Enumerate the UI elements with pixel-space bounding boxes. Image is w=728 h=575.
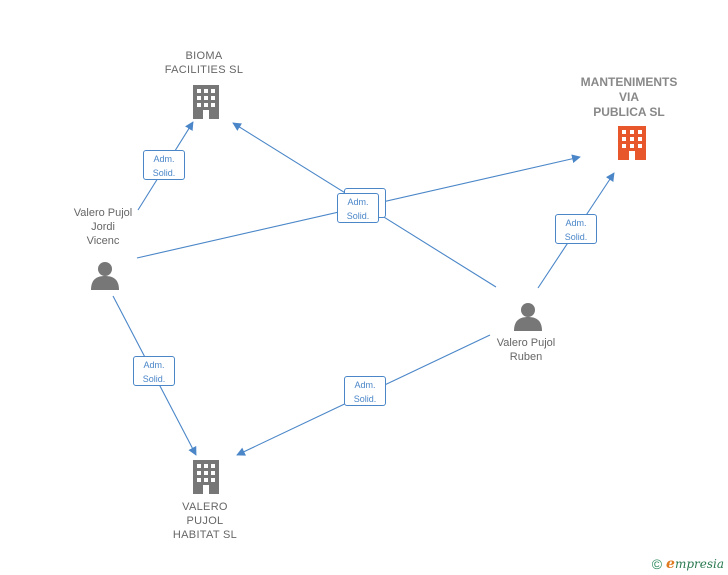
edge-label-role-type: Solid. [564, 232, 588, 242]
edge-label-role-type: Solid. [152, 168, 176, 178]
edge-label-role-type: Solid. [353, 394, 377, 404]
jordi-label-line2: Jordi [91, 221, 115, 233]
bioma-label[interactable]: BIOMA FACILITIES SL [165, 49, 243, 77]
habitat-label[interactable]: VALERO PUJOL HABITAT SL [173, 500, 237, 542]
ruben-label-line2: Ruben [509, 351, 543, 363]
edge-label-role-type: Solid. [142, 374, 166, 384]
habitat-label-line2: PUJOL [186, 515, 224, 527]
edge-label-role: Adm. [143, 360, 165, 370]
ruben-label[interactable]: Valero Pujol Ruben [497, 336, 556, 364]
footer-brand[interactable]: © empresia [652, 556, 724, 572]
edge-label-jordi-bioma[interactable]: Adm. Solid. [143, 150, 185, 180]
edge-label-ruben-manteniments[interactable]: Adm. Solid. [555, 214, 597, 244]
manteniments-label-line2: VIA [618, 90, 640, 104]
edge-label-role-type: Solid. [346, 211, 370, 221]
habitat-label-line1: VALERO [182, 501, 228, 513]
bioma-label-line2: FACILITIES SL [164, 64, 244, 76]
manteniments-label[interactable]: MANTENIMENTS VIA PUBLICA SL [581, 75, 678, 120]
manteniments-label-line1: MANTENIMENTS [580, 75, 678, 89]
brand-logo: empresia [666, 556, 724, 572]
bioma-label-line1: BIOMA [185, 50, 223, 62]
habitat-building-icon [193, 460, 219, 494]
edge-label-role: Adm. [565, 218, 587, 228]
jordi-label[interactable]: Valero Pujol Jordi Vicenc [74, 206, 133, 248]
habitat-label-line3: HABITAT SL [172, 529, 238, 541]
manteniments-building-icon [618, 126, 646, 160]
copyright-icon: © [651, 556, 663, 572]
bioma-building-icon [193, 85, 219, 119]
manteniments-label-line3: PUBLICA SL [593, 105, 665, 119]
jordi-person-icon [91, 262, 119, 290]
edge-label-role: Adm. [153, 154, 175, 164]
brand-name: mpresia [674, 557, 724, 571]
edge-label-center-b[interactable]: Adm. Solid. [337, 193, 379, 223]
jordi-label-line1: Valero Pujol [73, 207, 133, 219]
edge-label-role: Adm. [347, 197, 369, 207]
ruben-label-line1: Valero Pujol [496, 337, 556, 349]
edge-label-role: Adm. [354, 380, 376, 390]
ruben-person-icon [514, 303, 542, 331]
edge-label-ruben-habitat[interactable]: Adm. Solid. [344, 376, 386, 406]
jordi-label-line3: Vicenc [86, 235, 120, 247]
brand-initial: e [666, 556, 675, 572]
edge-label-jordi-habitat[interactable]: Adm. Solid. [133, 356, 175, 386]
